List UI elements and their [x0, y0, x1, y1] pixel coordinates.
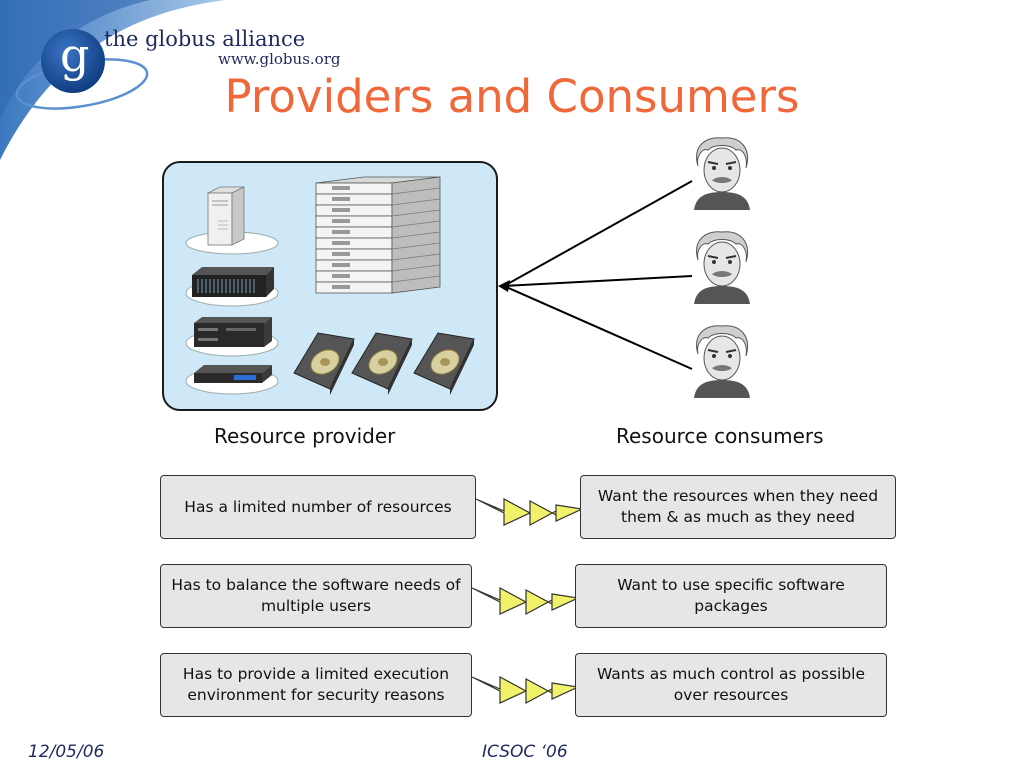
tower-server-icon [185, 186, 279, 255]
rack-server-icon [185, 267, 279, 307]
brand-name: the globus alliance [104, 27, 306, 51]
consumer-need-box: Wants as much control as possible over r… [575, 653, 887, 717]
hard-disk-icon [293, 332, 355, 395]
slide-title: Providers and Consumers [0, 70, 1024, 123]
lightning-bolt-icon [475, 497, 584, 527]
provider-panel [162, 161, 498, 411]
provider-caption: Resource provider [214, 424, 396, 448]
consumer-need-box: Want to use specific software packages [575, 564, 887, 628]
footer-date: 12/05/06 [28, 742, 105, 762]
consumer-caption: Resource consumers [616, 424, 824, 448]
lightning-bolt-icon [471, 586, 580, 616]
request-arrow [503, 180, 693, 287]
globus-logo-ball-icon [41, 29, 105, 93]
request-arrow [503, 275, 693, 287]
server-rack-stack-icon [315, 176, 441, 294]
globus-logo: g [40, 28, 106, 94]
einstein-face-icon [694, 137, 750, 210]
arrowhead [498, 280, 510, 292]
einstein-face-icon [694, 231, 750, 304]
provider-constraint-box: Has to balance the software needs of mul… [160, 564, 472, 628]
disk-array-icon [185, 317, 279, 357]
einstein-face-icon [694, 325, 750, 398]
provider-constraint-box: Has a limited number of resources [160, 475, 476, 539]
lightning-bolt-icon [471, 675, 580, 705]
slide-title-text: Providers and Consumers [224, 70, 800, 123]
request-arrow [503, 285, 693, 370]
logo-letter: g [60, 28, 90, 82]
router-icon [185, 365, 279, 395]
hard-disk-icon [351, 332, 413, 395]
provider-constraint-box: Has to provide a limited execution envir… [160, 653, 472, 717]
brand-url: www.globus.org [218, 50, 341, 68]
consumer-need-box: Want the resources when they need them &… [580, 475, 896, 539]
footer-venue: ICSOC ‘06 [482, 742, 568, 762]
hard-disk-icon [413, 332, 475, 395]
